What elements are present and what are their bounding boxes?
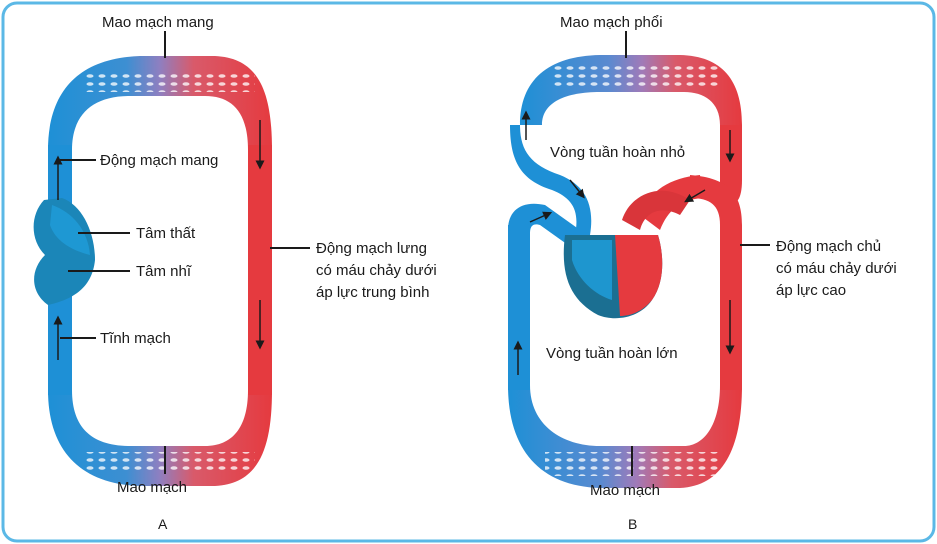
dorsal-artery-vessel [248,145,272,395]
caption-b: B [628,516,637,532]
label-lung-capillaries: Mao mạch phổi [560,14,663,31]
label-dorsal-artery-2: có máu chảy dưới [316,262,437,279]
diagram-a: Mao mạch mang Động mạch mang Tâm thất Tâ… [33,14,437,532]
label-dorsal-artery-3: áp lực trung bình [316,284,429,301]
diagram-b: Mao mạch phổi Vòng tuần hoàn nhỏ Vòng tu… [508,14,897,532]
label-atrium: Tâm nhĩ [136,263,192,280]
label-ventricle: Tâm thất [136,225,196,242]
label-capillaries-b: Mao mạch [590,482,660,499]
label-aorta-3: áp lực cao [776,282,846,299]
label-aorta-2: có máu chảy dưới [776,260,897,277]
label-gill-artery: Động mạch mang [100,152,218,169]
caption-a: A [158,516,168,532]
label-systemic-circuit: Vòng tuần hoàn lớn [546,345,678,362]
label-gill-capillaries: Mao mạch mang [102,14,214,31]
label-vein: Tĩnh mạch [100,330,171,347]
label-capillaries-a: Mao mạch [117,479,187,496]
label-dorsal-artery-1: Động mạch lưng [316,240,427,257]
fish-heart [33,198,95,305]
label-pulmonary-circuit: Vòng tuần hoàn nhỏ [550,144,685,161]
label-aorta-1: Động mạch chủ [776,238,881,255]
aorta-vessel [690,175,742,390]
vena-cava-vessel [508,225,530,390]
